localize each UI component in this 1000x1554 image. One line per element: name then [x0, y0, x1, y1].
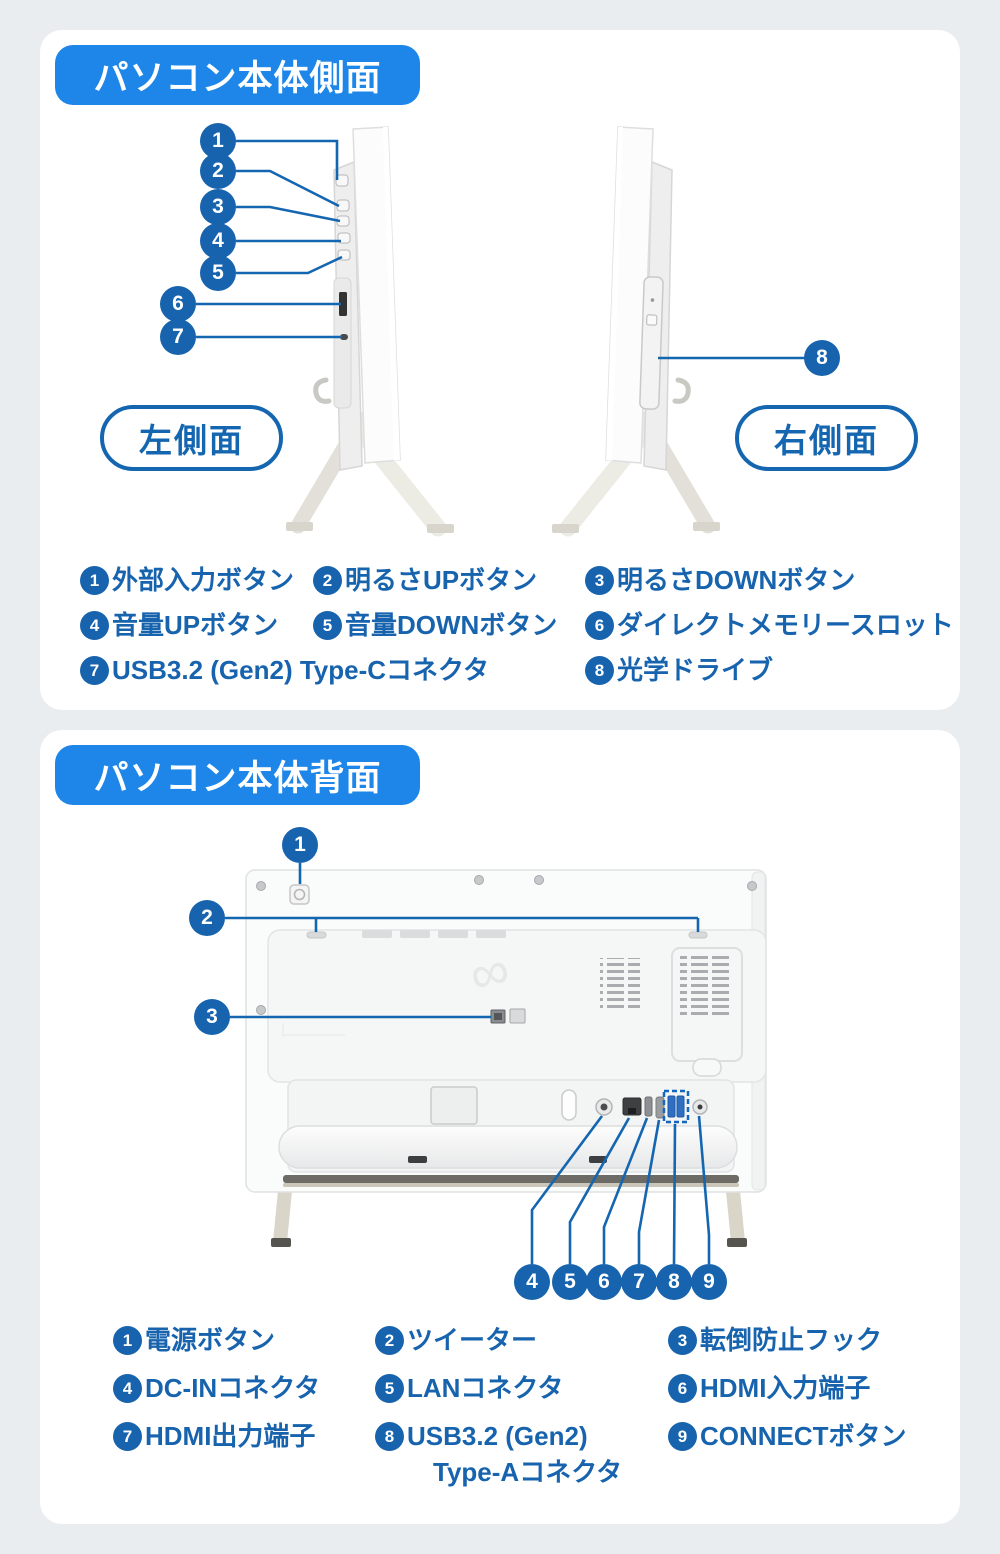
tweeter-slot [688, 931, 708, 939]
callout-4: 4 [514, 1264, 550, 1300]
right-view-label: 右側面 [735, 405, 918, 471]
callout-3: 3 [194, 999, 230, 1035]
vent-grille [600, 958, 640, 1012]
right-side-device [552, 126, 720, 537]
latch-switch [561, 1089, 577, 1121]
connect-button [692, 1099, 708, 1115]
section-title-badge: パソコン本体背面 [55, 745, 420, 805]
stand-legs [271, 1159, 747, 1247]
callout-7: 7 [160, 319, 196, 355]
callout-8: 8 [804, 340, 840, 376]
callout-1: 1 [200, 123, 236, 159]
brand-logo: ∞ [464, 939, 516, 1007]
rear-panel [245, 869, 767, 1193]
left-side-device [286, 126, 454, 537]
usb-a-port [667, 1095, 676, 1118]
hdmi-out-port [655, 1096, 665, 1119]
screws [256, 875, 757, 1015]
back-view-illustration: ∞ [225, 863, 767, 1265]
callout-4: 4 [200, 223, 236, 259]
hdmi-in-port [644, 1096, 653, 1117]
side-buttons [335, 174, 351, 261]
dc-in-port [595, 1098, 613, 1116]
callout-5: 5 [552, 1264, 588, 1300]
callout-lines [225, 863, 711, 1265]
hanger-hook [672, 377, 691, 404]
tweeter-slot [306, 931, 327, 939]
speaker-bar [278, 1125, 738, 1169]
section-title-badge: パソコン本体側面 [55, 45, 420, 105]
power-button [289, 884, 310, 905]
callout-lines [196, 139, 806, 360]
callout-2: 2 [200, 153, 236, 189]
vent-grille [680, 956, 732, 1016]
callout-9: 9 [691, 1264, 727, 1300]
back-view-section: パソコン本体背面 [40, 730, 960, 1524]
side-view-section: パソコン本体側面 [40, 30, 960, 710]
callout-1: 1 [282, 827, 318, 863]
callout-5: 5 [200, 255, 236, 291]
callout-3: 3 [200, 189, 236, 225]
memory-slot [339, 292, 347, 316]
usb-highlight-box [662, 1089, 690, 1124]
callout-2: 2 [189, 900, 225, 936]
stand-crossbar [283, 1175, 739, 1183]
callout-6: 6 [160, 286, 196, 322]
usb-c-port [340, 334, 348, 340]
callout-6: 6 [586, 1264, 622, 1300]
optical-drive [639, 276, 664, 410]
top-vents [362, 930, 506, 938]
callout-7: 7 [621, 1264, 657, 1300]
cable-cutout [430, 1086, 478, 1125]
usb-a-port [676, 1095, 685, 1118]
removable-panel [671, 947, 743, 1077]
left-view-label: 左側面 [100, 405, 283, 471]
hanger-hook [313, 377, 332, 404]
callout-8: 8 [656, 1264, 692, 1300]
anti-tip-hooks [490, 1008, 526, 1024]
legend-item: 8 USB3.2 (Gen2)Type-Aコネクタ [375, 1418, 668, 1490]
port-cluster [595, 1089, 708, 1124]
lan-port [622, 1097, 642, 1116]
